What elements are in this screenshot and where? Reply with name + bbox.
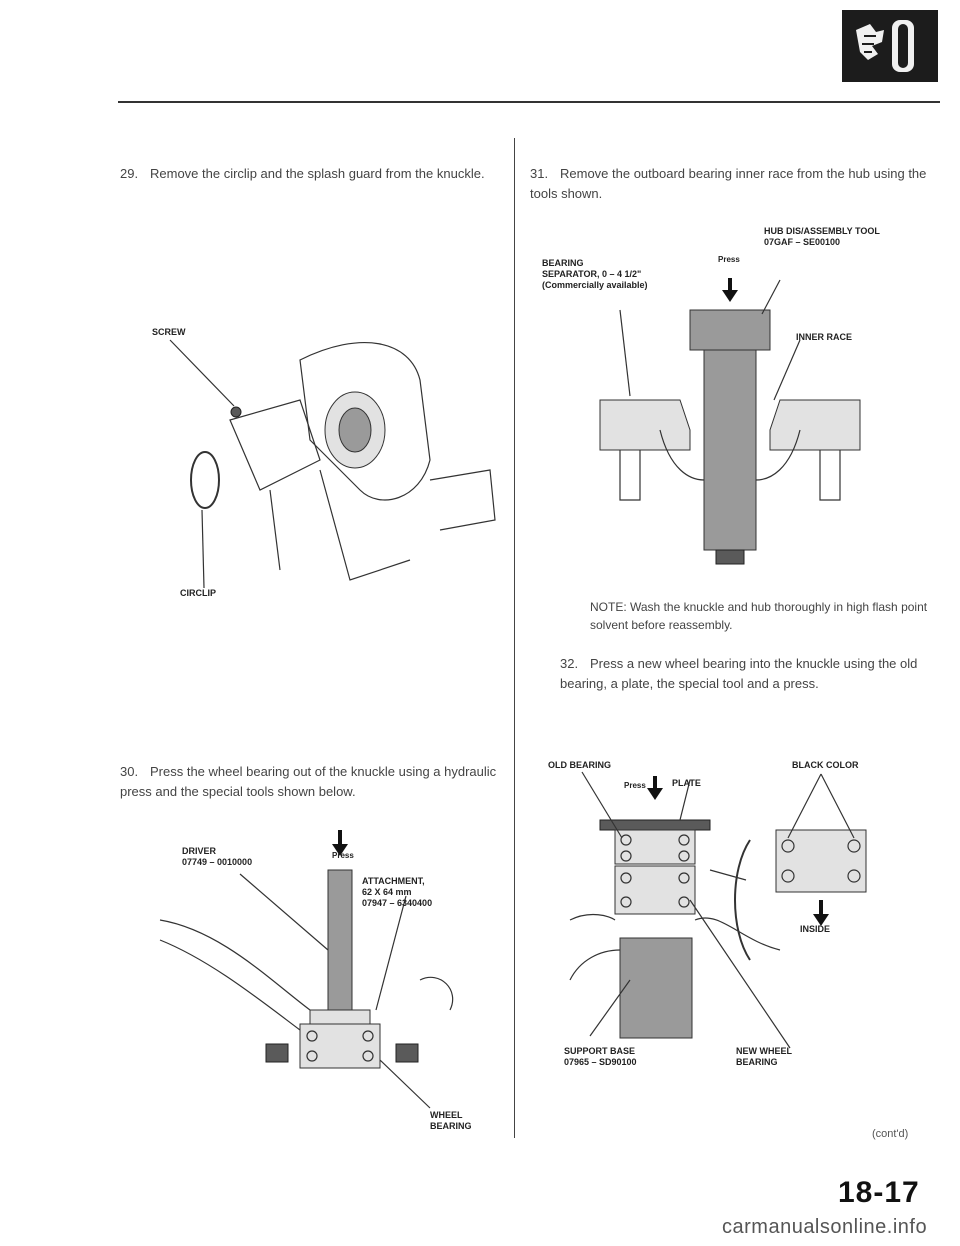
separator-leader — [619, 309, 631, 397]
label-attachment: ATTACHMENT, 62 X 64 mm 07947 – 6340400 — [362, 876, 432, 909]
support-base — [619, 937, 693, 1039]
black-color-leaders — [787, 773, 855, 839]
separator-right — [769, 399, 861, 451]
label-inside: INSIDE — [800, 924, 831, 934]
knuckle-body — [229, 399, 411, 581]
shock-absorber-icon — [842, 10, 938, 82]
step-31: 31.Remove the outboard bearing inner rac… — [530, 164, 930, 204]
splash-guard-figure — [169, 339, 496, 589]
label-driver: DRIVER 07749 – 0010000 — [182, 846, 252, 868]
bearing-detail — [775, 829, 867, 893]
support-block-right — [395, 1043, 419, 1063]
label-inner-race: INNER RACE — [796, 332, 853, 342]
attachment-leader — [375, 895, 407, 1011]
step-number: 31. — [530, 166, 549, 181]
label-bearing-separator-size: SEPARATOR, 0 – 4 1/2" — [542, 269, 642, 279]
inner-race-leader — [773, 339, 801, 401]
knuckle-arm — [429, 469, 496, 531]
separator-left — [599, 399, 691, 451]
press-out-figure — [159, 830, 454, 1109]
hub-outline — [659, 429, 801, 481]
label-attachment-name: ATTACHMENT, — [362, 876, 425, 886]
label-bearing-separator-name: BEARING — [542, 258, 584, 268]
bearing-leader — [379, 1059, 431, 1109]
attachment — [309, 1009, 371, 1025]
step-number: 32. — [560, 656, 579, 671]
tool-tip — [715, 549, 745, 565]
column-divider — [514, 138, 515, 1138]
step-text: Remove the outboard bearing inner race f… — [530, 166, 927, 201]
label-new-wheel-bearing-line1: NEW WHEEL — [736, 1046, 792, 1056]
step-29: 29. Remove the circlip and the splash gua… — [120, 164, 500, 184]
label-support-base: SUPPORT BASE 07965 – SD90100 — [564, 1046, 637, 1068]
press-arrow-head — [722, 290, 738, 302]
step-number: 30. — [120, 764, 139, 779]
label-press: Press — [718, 255, 740, 264]
label-hub-tool: HUB DIS/ASSEMBLY TOOL 07GAF – SE00100 — [764, 226, 880, 248]
label-attachment-size: 62 X 64 mm — [362, 887, 412, 897]
step-text: Press a new wheel bearing into the knuck… — [560, 656, 918, 691]
support-base-leader — [589, 979, 631, 1037]
note: NOTE: Wash the knuckle and hub thoroughl… — [590, 600, 928, 632]
label-bearing-separator-note: (Commercially available) — [542, 280, 648, 290]
detail-pointer — [709, 869, 747, 881]
inner-race-figure — [599, 278, 861, 565]
continued-label: (cont'd) — [872, 1128, 909, 1140]
page-number: 18-17 — [838, 1176, 920, 1209]
label-bearing-separator: BEARING SEPARATOR, 0 – 4 1/2" (Commercia… — [542, 258, 648, 291]
label-driver-name: DRIVER — [182, 846, 217, 856]
screw-head — [230, 406, 242, 418]
label-support-base-name: SUPPORT BASE — [564, 1046, 636, 1056]
header-rule — [118, 101, 940, 103]
knuckle-outline — [159, 919, 454, 1031]
label-screw: SCREW — [152, 327, 186, 337]
driver-shaft — [327, 869, 353, 1011]
step-text: Remove the circlip and the splash guard … — [150, 166, 485, 181]
step-number: 29. — [120, 166, 139, 181]
label-plate: PLATE — [672, 778, 701, 788]
separator-bolts — [619, 450, 841, 501]
label-support-base-number: 07965 – SD90100 — [564, 1057, 637, 1067]
circlip-leader — [201, 509, 205, 589]
label-driver-number: 07749 – 0010000 — [182, 857, 253, 867]
step-text: Press the wheel bearing out of the knuck… — [120, 764, 497, 799]
press-arrow-head — [647, 788, 663, 800]
press-in-figure — [569, 771, 867, 1049]
label-old-bearing: OLD BEARING — [548, 760, 611, 770]
screw-leader — [169, 339, 235, 407]
tool-head — [689, 309, 771, 351]
bearing-seat — [338, 407, 372, 453]
label-wheel-bearing-line2: BEARING — [430, 1121, 472, 1131]
suspension-section-icon — [842, 10, 938, 82]
hub-tool-leader — [761, 279, 781, 315]
support-block-left — [265, 1043, 289, 1063]
watermark: carmanualsonline.info — [722, 1216, 928, 1238]
label-attachment-number: 07947 – 6340400 — [362, 898, 433, 908]
label-new-wheel-bearing: NEW WHEEL BEARING — [736, 1046, 792, 1068]
driver-leader — [239, 873, 329, 951]
detail-bracket — [734, 839, 751, 961]
step-32: 32.Press a new wheel bearing into the kn… — [560, 654, 930, 694]
label-new-wheel-bearing-line2: BEARING — [736, 1057, 778, 1067]
label-wheel-bearing: WHEEL BEARING — [430, 1110, 472, 1132]
label-black-color: BLACK COLOR — [792, 760, 859, 770]
label-press: Press — [624, 781, 646, 790]
label-circlip: CIRCLIP — [180, 588, 216, 598]
plate-leader — [679, 779, 691, 821]
label-hub-tool-name: HUB DIS/ASSEMBLY TOOL — [764, 226, 880, 236]
press-arrow-head — [332, 844, 348, 856]
old-bearing-leader — [581, 771, 623, 839]
circlip-ring — [190, 451, 220, 509]
inside-arrow-head — [813, 914, 829, 926]
label-press: Press — [332, 851, 354, 860]
new-bearing-leader — [689, 899, 791, 1049]
label-hub-tool-number: 07GAF – SE00100 — [764, 237, 841, 247]
splash-guard — [299, 341, 431, 501]
step-30: 30.Press the wheel bearing out of the kn… — [120, 762, 500, 802]
label-wheel-bearing-line1: WHEEL — [430, 1110, 463, 1120]
tool-shaft — [703, 349, 757, 551]
